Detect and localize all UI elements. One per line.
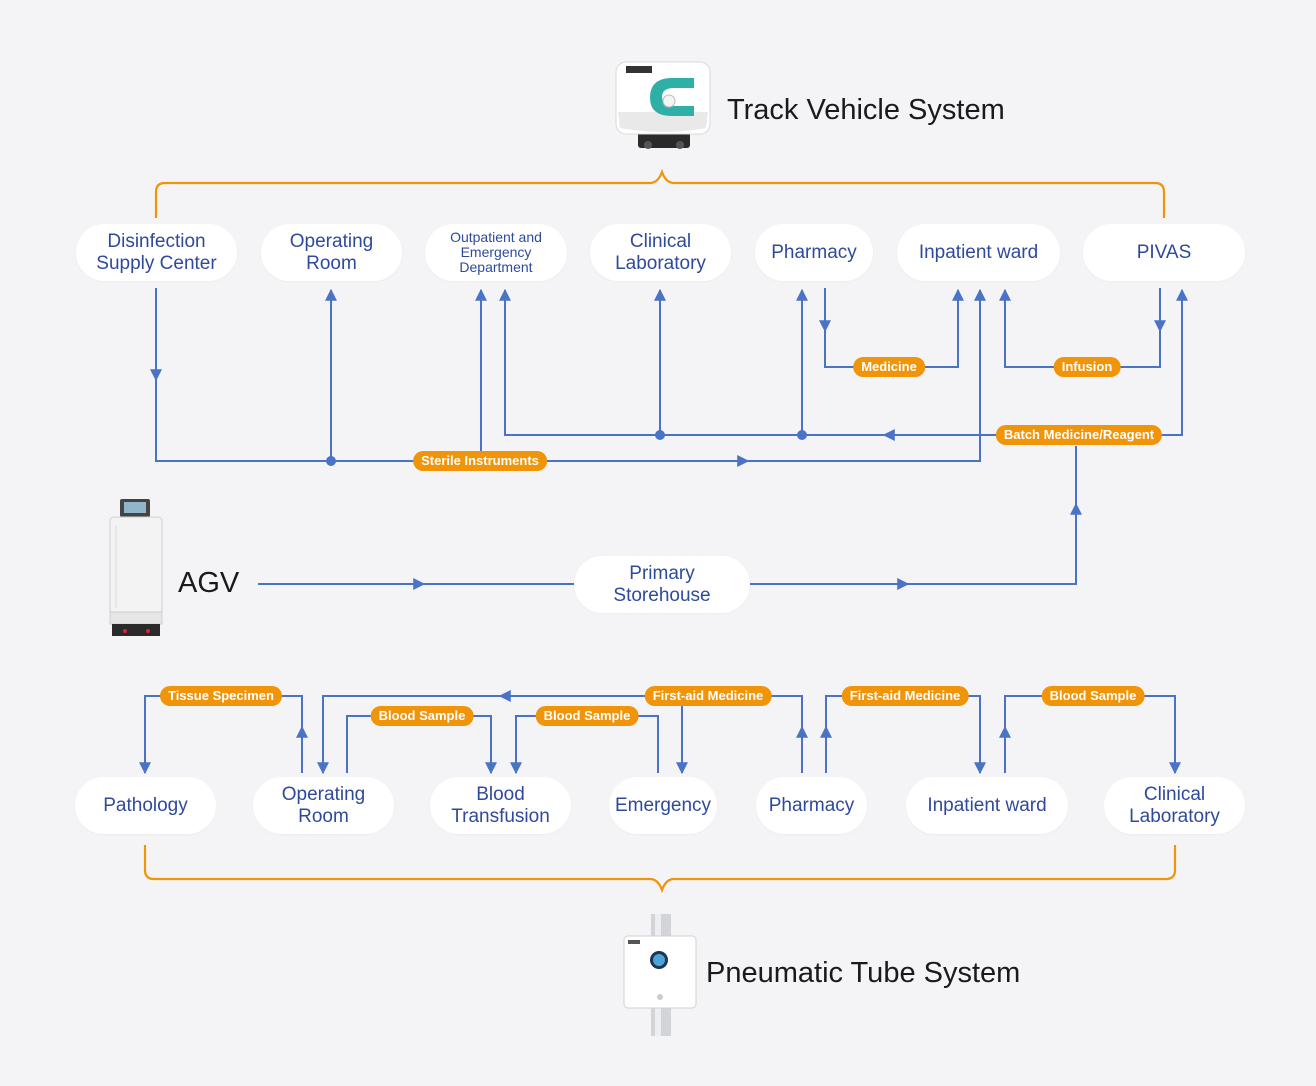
junction-dot (797, 430, 807, 440)
agv-title: AGV (178, 567, 240, 599)
node-clinical-laboratory-track: Clinical Laboratory (590, 224, 731, 281)
tag-first-aid-medicine: First-aid Medicine (841, 686, 969, 706)
junction-dot (655, 430, 665, 440)
node-outpatient-emergency: Outpatient and Emergency Department (425, 224, 567, 281)
blood-sample-3-line (1004, 695, 1181, 775)
first-aid-2-line (825, 695, 986, 775)
agv-line-right (750, 505, 1077, 585)
pneumatic-tube-station-icon (623, 914, 697, 1036)
tag-first-aid-medicine: First-aid Medicine (644, 686, 772, 706)
track-system-title: Track Vehicle System (727, 94, 1005, 126)
tag-tissue-specimen: Tissue Specimen (160, 686, 282, 706)
tag-batch-medicine-reagent: Batch Medicine/Reagent (995, 425, 1163, 445)
node-operating-room-track: Operating Room (261, 224, 402, 281)
node-inpatient-ward-track: Inpatient ward (897, 224, 1060, 281)
medicine-line (824, 288, 964, 368)
infusion-line (999, 288, 1161, 368)
track-system-bracket (154, 168, 1166, 218)
tag-blood-sample: Blood Sample (1041, 686, 1145, 706)
tag-blood-sample: Blood Sample (535, 706, 639, 726)
node-pivas: PIVAS (1083, 224, 1245, 281)
agv-robot-icon (109, 499, 163, 636)
batch-line (499, 288, 1188, 436)
node-operating-room-pneumatic: Operating Room (253, 777, 394, 834)
tissue-line (139, 695, 303, 775)
node-inpatient-ward-pneumatic: Inpatient ward (906, 777, 1068, 834)
node-pathology: Pathology (75, 777, 216, 834)
node-disinfection-supply-center: Disinfection Supply Center (76, 224, 237, 281)
node-blood-transfusion: Blood Transfusion (430, 777, 571, 834)
pneumatic-system-bracket (143, 845, 1177, 894)
node-clinical-laboratory-pneumatic: Clinical Laboratory (1104, 777, 1245, 834)
tag-medicine: Medicine (853, 357, 925, 377)
track-vehicle-icon (615, 61, 711, 149)
tag-blood-sample: Blood Sample (370, 706, 474, 726)
node-emergency: Emergency (609, 777, 717, 834)
junction-dot (326, 456, 336, 466)
node-primary-storehouse: Primary Storehouse (574, 556, 750, 613)
node-pharmacy-track: Pharmacy (755, 224, 873, 281)
tag-infusion: Infusion (1053, 357, 1121, 377)
node-pharmacy-pneumatic: Pharmacy (756, 777, 867, 834)
pneumatic-system-title: Pneumatic Tube System (706, 957, 1021, 989)
tag-sterile-instruments: Sterile Instruments (413, 451, 547, 471)
